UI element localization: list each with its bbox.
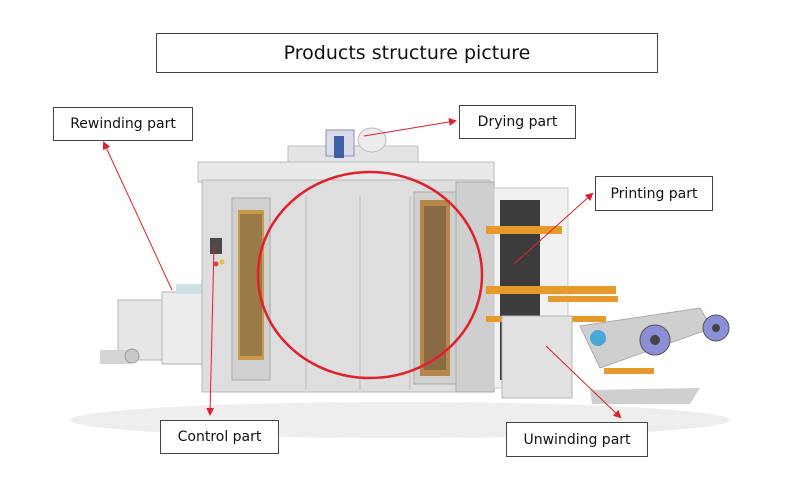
printing-part-label: Printing part	[595, 176, 713, 211]
rewinding-arrow	[102, 141, 173, 291]
main-cabinet	[197, 145, 495, 393]
printing-arrow	[513, 192, 594, 265]
diagram-title: Products structure picture	[156, 33, 658, 73]
drying-unit	[325, 127, 387, 158]
rewinding-unit	[100, 284, 203, 365]
drying-arrow	[363, 118, 457, 137]
highlight-ellipse	[256, 170, 484, 380]
control-arrow	[206, 245, 215, 416]
unwinding-part-label: Unwinding part	[506, 422, 648, 457]
drying-part-label: Drying part	[459, 105, 576, 139]
control-part-label: Control part	[160, 420, 279, 454]
rewinding-part-label: Rewinding part	[53, 107, 193, 141]
unwinding-unit	[501, 307, 730, 404]
unwinding-arrow	[545, 345, 622, 419]
control-panel	[210, 238, 222, 254]
